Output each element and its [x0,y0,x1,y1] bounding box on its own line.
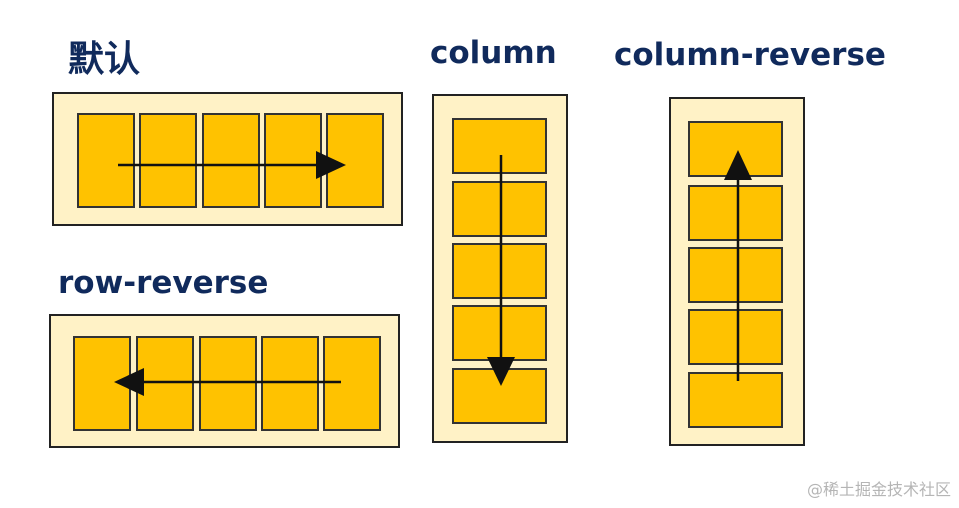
flex-item [136,336,194,431]
label-default: 默认 [68,39,141,80]
flex-item [323,336,381,431]
watermark: @稀土掘金技术社区 [806,480,951,499]
label-column: column [430,35,557,71]
flex-item [73,336,131,431]
label-row-reverse: row-reverse [58,265,269,301]
flex-item [202,113,260,208]
container-column-reverse [669,97,805,446]
container-column [432,94,568,443]
container-default [52,92,403,226]
flex-item [264,113,322,208]
flex-item [688,185,783,241]
flex-item [688,247,783,303]
flex-item [261,336,319,431]
flex-item [199,336,257,431]
flex-item [688,121,783,177]
flex-item [452,305,547,361]
label-column-reverse: column-reverse [614,37,886,73]
flex-item [326,113,384,208]
flex-item [688,372,783,428]
container-row-reverse [49,314,400,448]
flex-item [688,309,783,365]
flex-item [452,243,547,299]
flex-item [452,118,547,174]
flex-item [139,113,197,208]
flex-item [452,181,547,237]
flex-item [77,113,135,208]
flex-item [452,368,547,424]
